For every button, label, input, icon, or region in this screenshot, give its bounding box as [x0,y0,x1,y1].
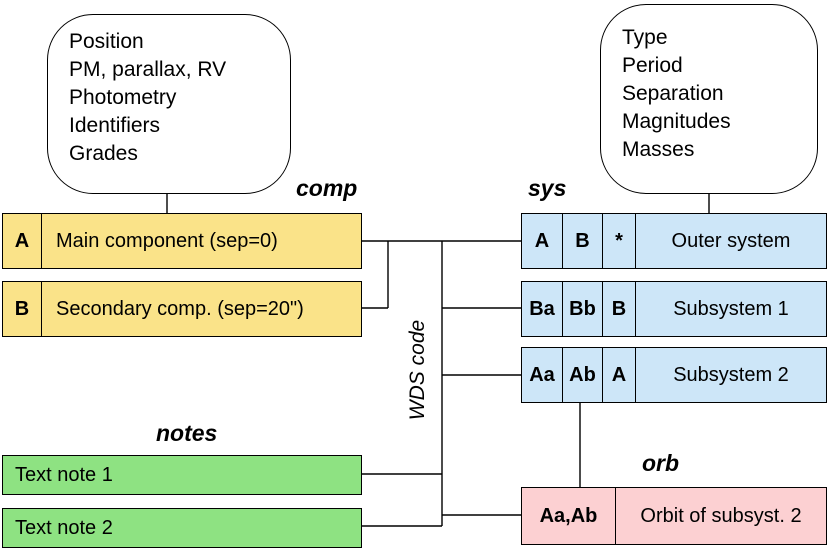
comp-info-grades: Grades [69,142,138,165]
comp-id-b: B [14,297,30,320]
sys-c2-outer: B [562,214,602,268]
sys-row-outer: A B * Outer system [521,213,827,269]
sys-title: sys [528,175,567,201]
sys-c1-sub1: Ba [529,297,555,320]
sys-row-subsystem-1: Ba Bb B Subsystem 1 [521,281,827,337]
comp-title: comp [296,175,358,201]
comp-label-a: Main component (sep=0) [41,214,361,268]
note-row-1: Text note 1 [2,455,362,495]
comp-row-a: A Main component (sep=0) [2,213,362,269]
sys-info-separation: Separation [622,82,724,105]
comp-info-pm: PM, parallax, RV [69,58,227,81]
sys-info-period: Period [622,54,683,77]
comp-info-bubble: Position PM, parallax, RV Photometry Ide… [47,14,291,194]
sys-c3-sub2: A [602,348,635,402]
sys-c2-sub1: Bb [562,282,602,336]
note-label-2: Text note 2 [15,516,113,539]
note-row-2: Text note 2 [2,508,362,548]
sys-label-outer: Outer system [635,214,826,268]
orb-title: orb [642,450,680,476]
comp-id-a: A [14,229,30,252]
sys-row-subsystem-2: Aa Ab A Subsystem 2 [521,347,827,403]
sys-label-sub2: Subsystem 2 [635,348,826,402]
sys-c1-sub2: Aa [529,363,555,386]
sys-c3-sub1: B [602,282,635,336]
comp-info-identifiers: Identifiers [69,114,161,137]
sys-info-magnitudes: Magnitudes [622,110,731,133]
orb-label: Orbit of subsyst. 2 [615,488,826,544]
sys-info-masses: Masses [622,138,695,161]
sys-info-bubble: Type Period Separation Magnitudes Masses [600,4,818,194]
orb-id: Aa,Ab [539,504,598,527]
comp-info-position: Position [69,30,144,53]
comp-label-b: Secondary comp. (sep=20") [41,282,361,336]
sys-c2-sub2: Ab [562,348,602,402]
sys-info-type: Type [622,26,668,49]
note-label-1: Text note 1 [15,463,113,486]
sys-label-sub1: Subsystem 1 [635,282,826,336]
notes-title: notes [156,420,218,446]
wds-code-text: WDS code [406,319,429,421]
orb-row: Aa,Ab Orbit of subsyst. 2 [521,487,827,545]
sys-c3-outer: * [602,214,635,268]
sys-c1-outer: A [534,229,550,252]
comp-info-photometry: Photometry [69,86,177,109]
comp-row-b: B Secondary comp. (sep=20") [2,281,362,337]
